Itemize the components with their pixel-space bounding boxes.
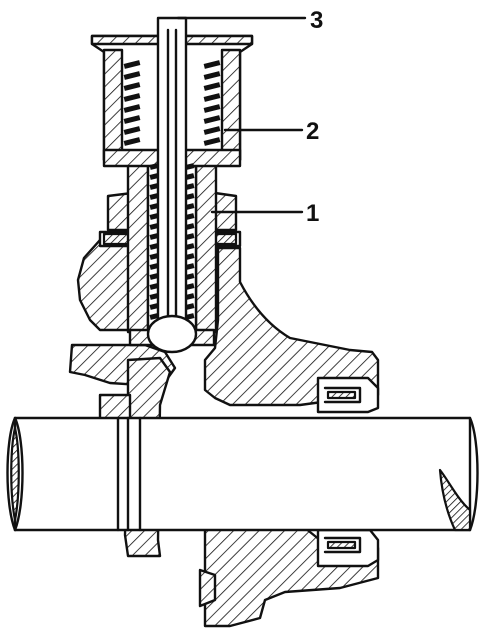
spring-coil xyxy=(203,115,221,124)
seal-ring-top xyxy=(316,376,380,414)
spring-coil xyxy=(185,253,195,260)
ball xyxy=(146,314,198,354)
spring-coil xyxy=(203,82,221,91)
push-rod xyxy=(156,16,188,332)
spring-coil xyxy=(123,137,141,146)
spring-coil xyxy=(123,93,141,102)
spring-coil xyxy=(123,71,141,80)
spring-coil xyxy=(185,163,195,170)
spring-coil xyxy=(185,193,195,200)
spring-coil xyxy=(185,313,195,320)
label-1: 1 xyxy=(306,200,319,227)
spring-coil xyxy=(149,293,159,300)
spring-coil xyxy=(123,115,141,124)
spring-coil xyxy=(185,213,195,220)
spring-coil xyxy=(149,303,159,310)
spring-coil xyxy=(185,223,195,230)
spring-coil xyxy=(185,203,195,210)
spring-coil xyxy=(185,243,195,250)
spring-coil xyxy=(149,283,159,290)
spring-coil xyxy=(185,283,195,290)
spring-coil xyxy=(149,233,159,240)
spring-coil xyxy=(149,163,159,170)
upper-spring xyxy=(123,60,221,146)
spring-coil xyxy=(123,126,141,135)
leader-lines xyxy=(176,16,307,214)
spring-coil xyxy=(185,273,195,280)
spring-coil xyxy=(203,60,221,69)
spring-coil xyxy=(149,223,159,230)
spring-coil xyxy=(185,183,195,190)
spring-coil xyxy=(149,243,159,250)
spring-coil xyxy=(203,126,221,135)
spring-coil xyxy=(149,263,159,270)
spring-coil xyxy=(149,253,159,260)
seal-ring-bottom xyxy=(316,528,380,568)
lower-spring xyxy=(149,163,195,320)
spring-coil xyxy=(123,82,141,91)
spring-coil xyxy=(149,193,159,200)
spring-coil xyxy=(149,183,159,190)
spring-coil xyxy=(149,313,159,320)
spring-coil xyxy=(203,104,221,113)
spring-coil xyxy=(149,173,159,180)
shaft xyxy=(6,416,479,532)
spring-coil xyxy=(185,233,195,240)
spring-coil xyxy=(123,104,141,113)
spring-coil xyxy=(149,273,159,280)
label-3: 3 xyxy=(310,7,323,34)
spring-coil xyxy=(185,303,195,310)
spring-coil xyxy=(185,173,195,180)
spring-coil xyxy=(185,293,195,300)
spring-coil xyxy=(149,203,159,210)
spring-coil xyxy=(203,71,221,80)
spring-coil xyxy=(185,263,195,270)
spring-coil xyxy=(203,93,221,102)
spring-coil xyxy=(203,137,221,146)
spring-coil xyxy=(149,213,159,220)
label-2: 2 xyxy=(306,118,319,145)
spring-coil xyxy=(123,60,141,69)
